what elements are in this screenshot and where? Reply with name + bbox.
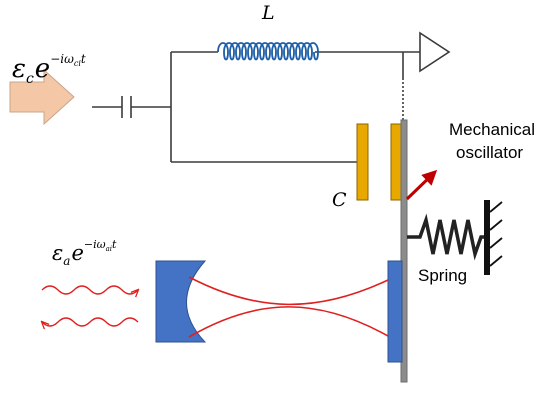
- mechanical-membrane: [400, 119, 408, 383]
- motion-arrow: [405, 169, 438, 201]
- capacitor-fixed-plate: [356, 123, 369, 201]
- circuit-wires: [92, 51, 420, 163]
- curved-mirror: [155, 260, 207, 343]
- flat-mirror: [387, 260, 403, 363]
- electric-drive-arrow: [9, 68, 75, 126]
- mechanical-oscillator-label-line1: Mechanical: [449, 120, 535, 139]
- mechanical-oscillator-label-line2: oscillator: [456, 143, 523, 162]
- capacitor-label: C: [332, 189, 347, 211]
- cavity-beam-lower: [188, 306, 389, 338]
- outgoing-light-wave: [42, 317, 139, 326]
- spring-label: Spring: [418, 266, 467, 285]
- output-triangle: [419, 31, 451, 73]
- cavity-beam-upper: [188, 276, 389, 306]
- spring-coil: [407, 213, 484, 261]
- capacitor-movable-plate: [390, 123, 403, 201]
- spring-wall: [484, 200, 503, 275]
- optical-drive-label: εae−iωait: [52, 238, 117, 268]
- inductor-label: L: [261, 2, 275, 24]
- inductor-coil: [217, 42, 319, 61]
- electric-drive-label: εce−iωcit: [12, 52, 86, 87]
- incoming-light-wave: [41, 285, 138, 294]
